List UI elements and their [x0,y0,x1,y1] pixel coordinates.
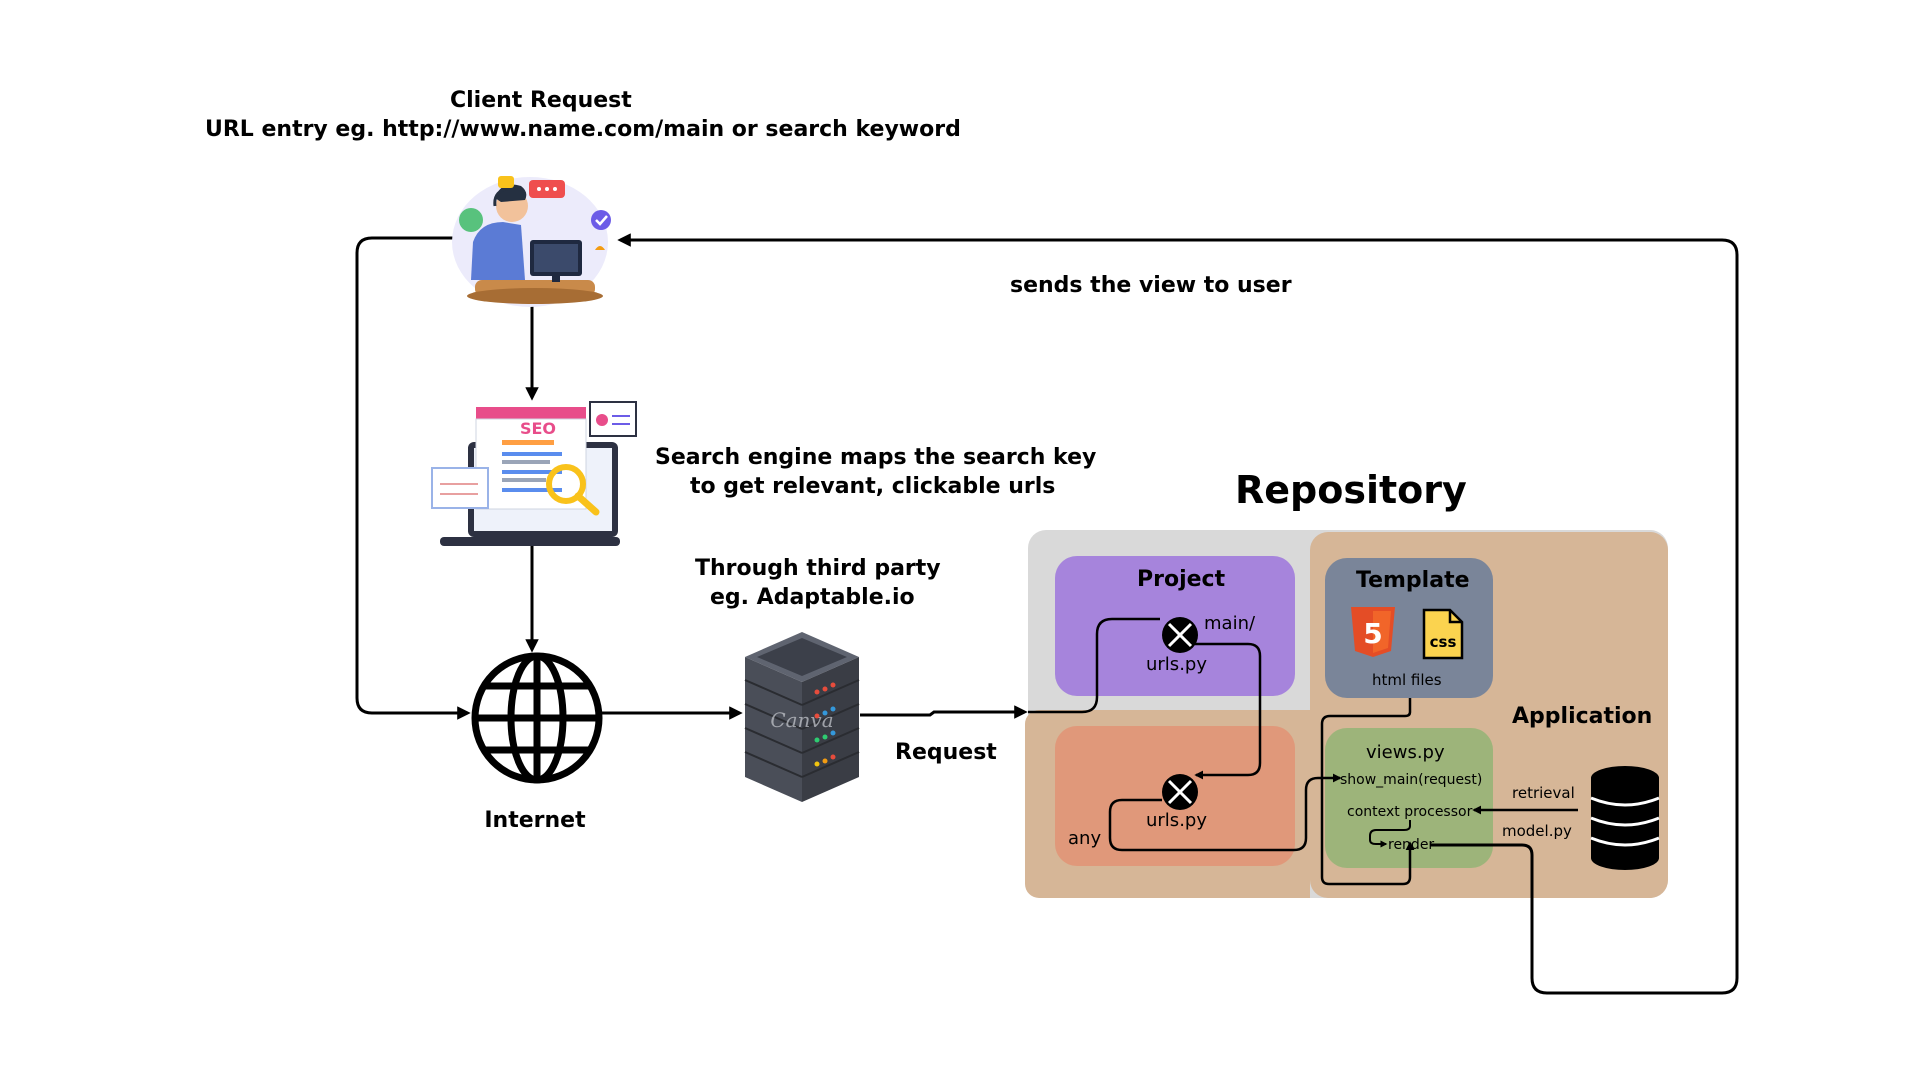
person-at-desk-icon [452,176,611,307]
arrow-client-loop-to-internet [355,236,471,720]
css-file-icon: css [1422,608,1464,660]
template-title: Template [1356,568,1470,593]
server-rack-icon: Canva [744,632,860,802]
arrow-server-to-repository [860,705,1028,719]
internet-label: Internet [484,808,586,833]
model-py-label: model.py [1502,822,1572,840]
third-party-label-1: Through third party [695,556,941,581]
route-context-to-render [1369,820,1411,848]
cross-node-icon [1162,617,1198,653]
application-label: Application [1512,704,1653,729]
database-icon [1590,766,1660,870]
cross-node-icon [1162,774,1198,810]
route-template-to-render [1320,698,1415,886]
globe-icon [471,652,603,784]
views-show-main: show_main(request) [1340,772,1483,788]
route-main-to-app-urls [1194,642,1262,780]
svg-text:SEO: SEO [520,419,556,438]
project-route-label: main/ [1204,613,1256,634]
html5-icon: 5 [1351,607,1395,657]
third-party-label-2: eg. Adaptable.io [710,585,915,610]
views-title: views.py [1366,742,1445,763]
app-urls-file: urls.py [1146,810,1207,831]
svg-text:Canva: Canva [770,708,833,732]
sends-view-label: sends the view to user [1010,273,1292,298]
route-app-urls-to-views [1108,773,1342,852]
search-engine-label-1: Search engine maps the search key [655,445,1097,470]
client-request-subtitle: URL entry eg. http://www.name.com/main o… [205,117,961,142]
template-caption: html files [1372,671,1442,689]
route-to-project-urls [1028,617,1160,714]
svg-text:5: 5 [1363,617,1382,650]
repository-title: Repository [1235,468,1467,512]
arrow-render-to-user [617,233,1739,995]
svg-text:css: css [1430,633,1457,651]
seo-laptop-icon: SEO [431,401,637,546]
request-label: Request [895,740,997,765]
project-title: Project [1137,567,1226,592]
app-urls-route-label: any [1068,828,1102,849]
retrieval-label: retrieval [1512,784,1575,802]
views-context-processor: context processor [1347,804,1473,820]
project-urls-file: urls.py [1146,654,1207,675]
